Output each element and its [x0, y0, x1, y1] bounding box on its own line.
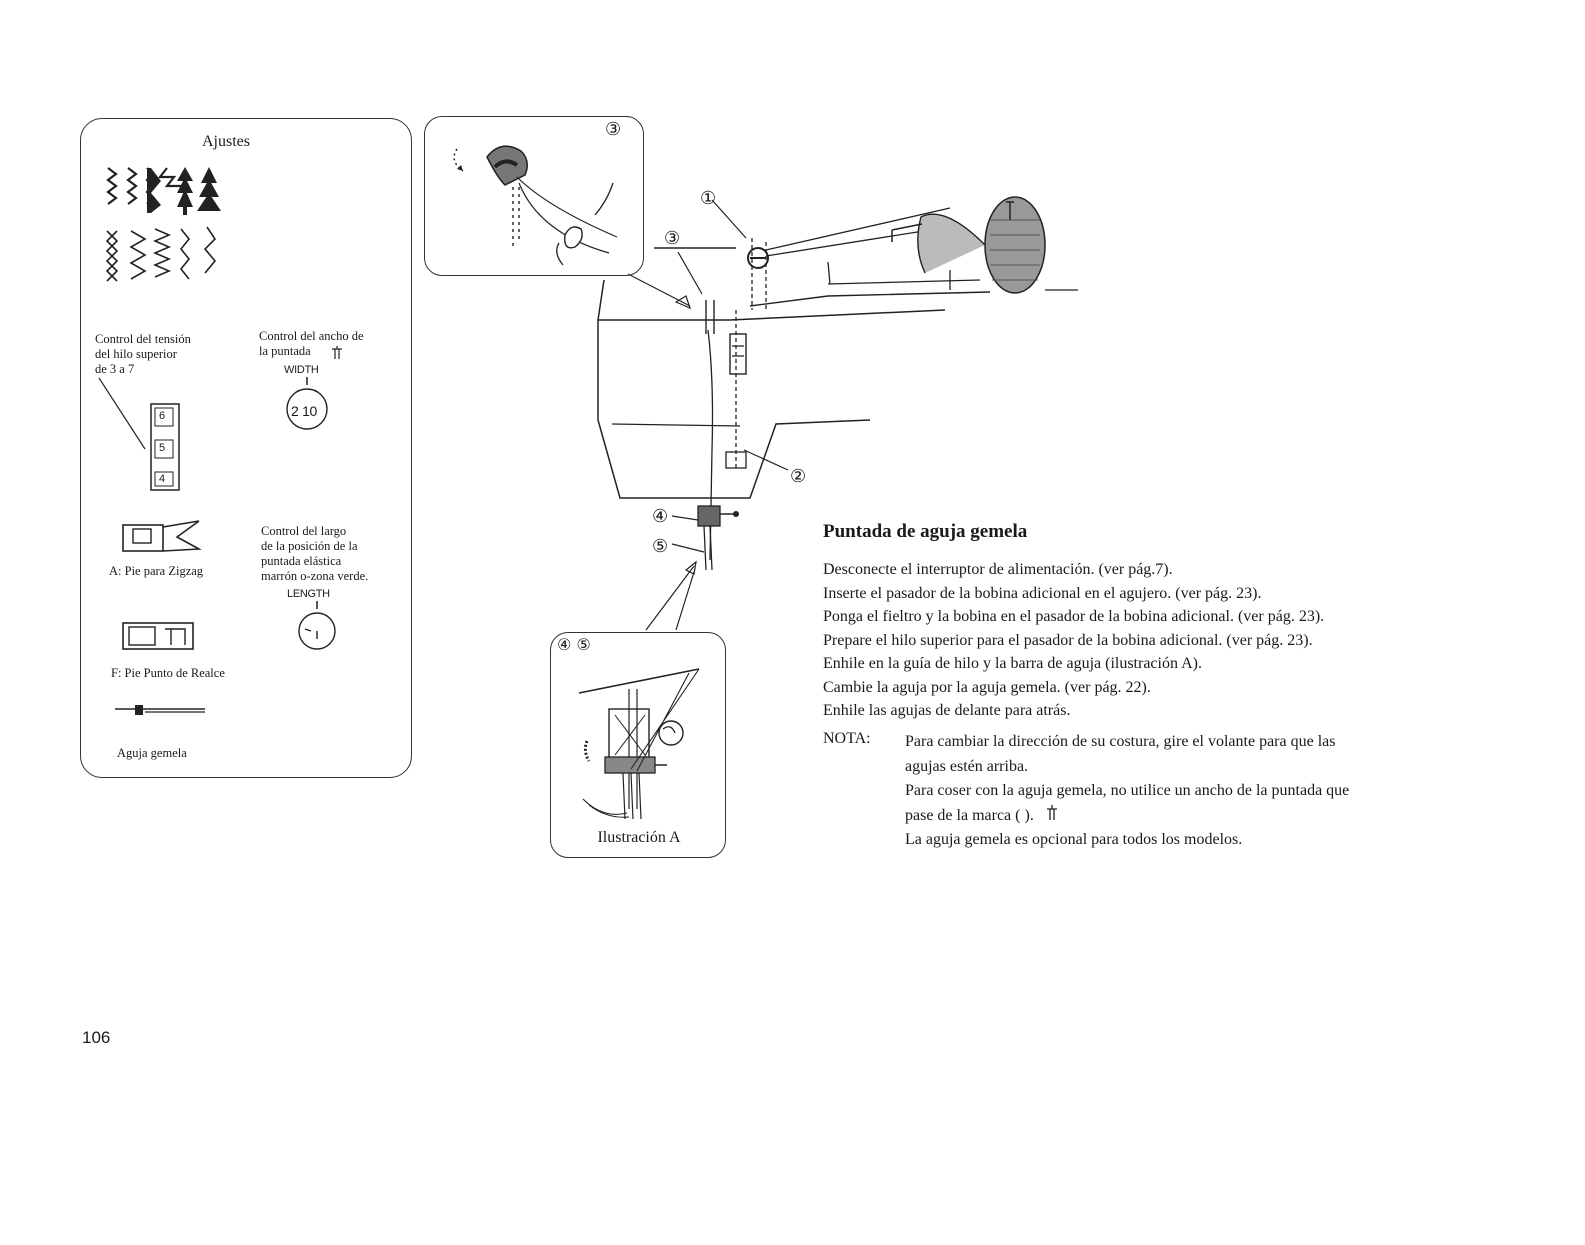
tension-value-6: 6: [159, 410, 165, 422]
illustration-a-callout: ④ ⑤ Ilustración A: [550, 632, 726, 858]
length-label-line-2: de la posición de la: [261, 539, 358, 553]
tension-value-4: 4: [159, 473, 165, 485]
twin-needle-mark-icon: [1047, 805, 1057, 820]
note-lines: Para cambiar la dirección de su costura,…: [905, 730, 1349, 853]
instruction-step: Ponga el fieltro y la bobina en el pasad…: [823, 608, 1325, 625]
tension-dial-illustration: [98, 377, 180, 491]
note-line: agujas estén arriba.: [905, 757, 1029, 775]
zigzag-foot-icon: [122, 520, 202, 552]
instruction-step: Enhile en la guía de hilo y la barra de …: [823, 655, 1202, 672]
width-label-line-2: la puntada: [259, 344, 311, 358]
length-label-line-4: marrón o-zona verde.: [261, 569, 369, 583]
callout-number-3-detail: ③: [605, 119, 622, 140]
tension-label-line-2: del hilo superior: [95, 347, 177, 361]
instruction-step: Inserte el pasador de la bobina adiciona…: [823, 584, 1262, 602]
tension-label-line-1: Control del tensión: [95, 332, 191, 346]
section-title: Puntada de aguja gemela: [823, 521, 1028, 542]
note-line: Para coser con la aguja gemela, no utili…: [905, 782, 1350, 800]
settings-panel: Ajustes Control del tensión del hilo sup…: [80, 118, 412, 778]
length-label-line-1: Control del largo: [261, 524, 347, 538]
tension-value-5: 5: [159, 442, 165, 454]
page-number: 106: [82, 1028, 111, 1047]
width-label-line-1: Control del ancho de: [259, 329, 364, 343]
note-line: pase de la marca ( ).: [905, 806, 1034, 824]
note-line: Para cambiar la dirección de su costura,…: [905, 733, 1336, 750]
foot-a-label: A: Pie para Zigzag: [109, 564, 204, 578]
instruction-step: Cambie la aguja por la aguja gemela. (ve…: [823, 678, 1151, 696]
thread-guide-callout: ③: [424, 116, 644, 276]
length-dial-label: LENGTH: [287, 588, 330, 600]
width-dial-value: 2 10: [291, 403, 318, 419]
thread-guide-detail-illustration: [453, 145, 618, 266]
callout-number-5: ⑤: [652, 536, 669, 557]
length-dial-icon: [298, 601, 336, 650]
twin-needle-threading-illustration: [578, 668, 700, 820]
satin-foot-icon: [122, 622, 194, 650]
tension-label-line-3: de 3 a 7: [95, 362, 135, 376]
instruction-step: Enhile las agujas de delante para atrás.: [823, 702, 1071, 719]
length-label-line-3: puntada elástica: [261, 554, 342, 568]
instruction-step: Prepare el hilo superior para el pasador…: [823, 631, 1313, 649]
width-dial-icon: [286, 377, 328, 430]
callout-number-2: ②: [790, 466, 807, 487]
instruction-steps: Desconecte el interruptor de alimentació…: [823, 558, 1324, 723]
twin-needle-mark-icon: [332, 346, 342, 359]
stitch-patterns-illustration: [105, 167, 221, 282]
note-label: NOTA:: [823, 730, 871, 747]
width-dial-label: WIDTH: [284, 364, 319, 376]
callout-number-3: ③: [664, 228, 681, 249]
settings-title: Ajustes: [202, 133, 250, 150]
foot-f-label: F: Pie Punto de Realce: [111, 666, 225, 680]
note-line: La aguja gemela es opcional para todos l…: [905, 831, 1243, 849]
twin-needle-icon: [115, 705, 205, 715]
callout-number-4-5: ④ ⑤: [557, 635, 591, 654]
callout-number-4: ④: [652, 506, 669, 527]
twin-needle-label: Aguja gemela: [117, 746, 187, 760]
sewing-machine-threading-diagram: [597, 196, 1078, 631]
instruction-step: Desconecte el interruptor de alimentació…: [823, 561, 1173, 578]
callout-number-1: ①: [700, 188, 717, 209]
illustration-a-title: Ilustración A: [597, 829, 681, 846]
